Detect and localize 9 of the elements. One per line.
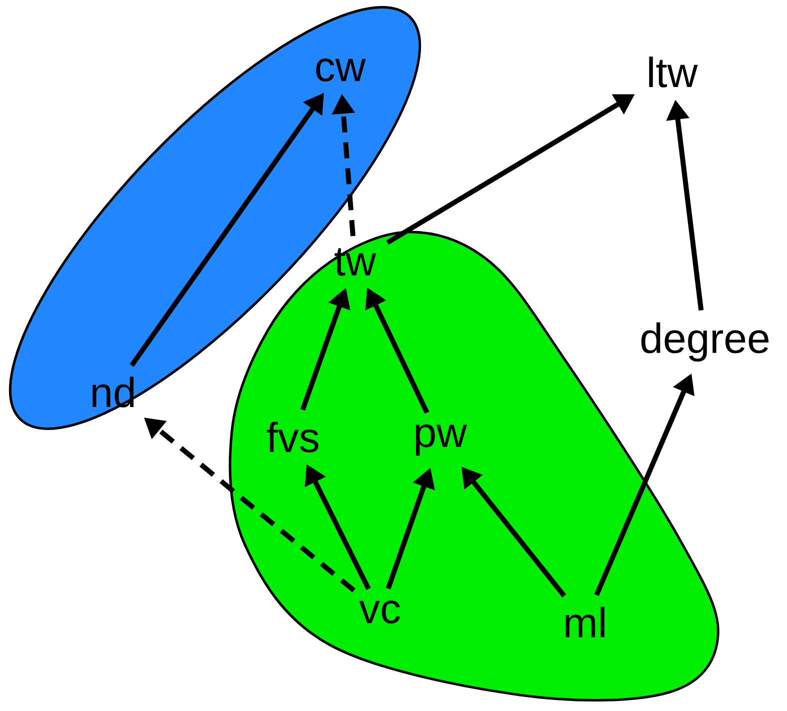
node-label: pw	[416, 424, 467, 456]
node-label: cw	[316, 58, 366, 82]
node-label: nd	[92, 376, 134, 408]
node-label: fvs	[266, 422, 318, 452]
node-label: vc	[359, 600, 400, 624]
node-label: degree	[641, 322, 768, 362]
node-label: tw	[334, 248, 376, 276]
node-label: ltw	[649, 56, 698, 88]
node-label: ml	[566, 606, 604, 638]
